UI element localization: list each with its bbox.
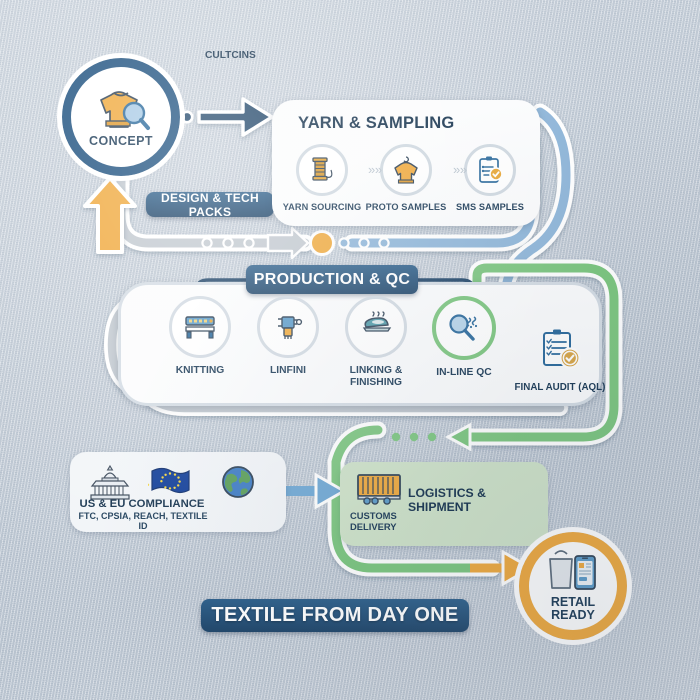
concept-label: CONCEPT xyxy=(89,133,153,148)
design-tech-packs-ribbon[interactable]: DESIGN & TECH PACKS xyxy=(146,191,274,219)
mid-rail-dots xyxy=(201,226,310,260)
retail-ready-node[interactable]: RETAIL READY xyxy=(514,527,632,645)
green-retail-line xyxy=(331,425,483,573)
knitting-machine-icon xyxy=(169,296,231,358)
clipboard-check-icon xyxy=(464,144,516,196)
retail-ready-label: RETAIL READY xyxy=(550,594,596,622)
navy-dot xyxy=(180,110,194,124)
shopping-bag-phone-icon xyxy=(545,549,601,594)
yarn-step-proto[interactable]: PROTO SAMPLES xyxy=(366,144,446,212)
magnifier-fabric-icon xyxy=(432,296,496,360)
clipboard-checklist-seal-icon xyxy=(512,328,608,379)
production-step-knitting[interactable]: KNITTING xyxy=(156,296,244,388)
production-step-label: LINFINI xyxy=(269,365,307,376)
yarn-step-sourcing[interactable]: YARN SOURCING xyxy=(283,144,361,212)
yarn-step-label: PROTO SAMPLES xyxy=(365,202,447,212)
sweater-hanger-icon xyxy=(380,144,432,196)
chevron-right-icon: » » xyxy=(453,162,467,177)
production-steps-row: KNITTING LINFINI xyxy=(118,296,596,388)
globe-icon xyxy=(218,462,258,507)
production-step-inline-qc[interactable]: IN-LINE QC xyxy=(420,296,508,388)
blue-rail-dots xyxy=(338,237,390,249)
sweater-magnifier-icon xyxy=(91,87,151,133)
final-audit-node[interactable]: FINAL AUDIT (AQL) xyxy=(512,328,608,393)
blue-arrow-icon xyxy=(314,472,348,510)
linking-machine-icon xyxy=(257,296,319,358)
yarn-sampling-panel: YARN & SAMPLING YARN SOURCING xyxy=(272,100,540,226)
page-title: TEXTILE FROM DAY ONE xyxy=(201,599,469,632)
logistics-subtitle: CUSTOMS DELIVERY xyxy=(350,510,397,533)
production-step-linfini[interactable]: LINFINI xyxy=(244,296,332,388)
yarn-step-label: SMS SAMPLES xyxy=(456,202,524,212)
production-step-linking-finishing[interactable]: LINKING & FINISHING xyxy=(332,296,420,388)
compliance-panel: US & EU COMPLIANCE FTC, CPSIA, REACH, TE… xyxy=(70,452,286,532)
production-step-label: KNITTING xyxy=(175,365,225,376)
yarn-steps-row: YARN SOURCING PROTO SAMPLES xyxy=(283,144,526,212)
green-dot xyxy=(427,432,437,442)
logistics-panel: LOGISTICS & SHIPMENT CUSTOMS DELIVERY xyxy=(340,462,548,546)
compliance-text: US & EU COMPLIANCE FTC, CPSIA, REACH, TE… xyxy=(78,498,278,531)
green-dot xyxy=(391,432,401,442)
compliance-subtitle: FTC, CPSIA, REACH, TEXTILE ID xyxy=(78,511,208,531)
logistics-title: LOGISTICS & SHIPMENT xyxy=(408,486,486,514)
eu-flag-icon xyxy=(146,465,192,504)
production-step-label: LINKING & FINISHING xyxy=(349,365,403,388)
orange-concept-arrow xyxy=(83,176,137,254)
chevron-right-icon: » » xyxy=(368,162,382,177)
globe-label: CULTCINS xyxy=(205,50,256,61)
steam-iron-icon xyxy=(345,296,407,358)
green-qc-line xyxy=(467,263,619,442)
compliance-icons xyxy=(84,462,272,507)
final-audit-label: FINAL AUDIT (AQL) xyxy=(514,382,606,393)
green-arrow-icon xyxy=(444,422,472,452)
yarn-step-sms[interactable]: SMS SAMPLES xyxy=(454,144,526,212)
yarn-spool-icon xyxy=(296,144,348,196)
orange-hub-node xyxy=(309,230,335,256)
orange-arrow-icon xyxy=(501,549,535,587)
concept-node[interactable]: CONCEPT xyxy=(57,53,185,181)
compliance-title: US & EU COMPLIANCE xyxy=(79,498,205,510)
us-capitol-icon xyxy=(84,464,136,505)
navy-concept-to-yarn-arrow xyxy=(180,97,274,137)
yarn-step-label: YARN SOURCING xyxy=(282,202,362,212)
freight-container-icon xyxy=(354,472,406,511)
green-dot xyxy=(409,432,419,442)
yarn-sampling-title: YARN & SAMPLING xyxy=(298,114,455,132)
production-step-label: IN-LINE QC xyxy=(436,367,492,378)
production-qc-ribbon[interactable]: PRODUCTION & QC xyxy=(246,265,418,294)
